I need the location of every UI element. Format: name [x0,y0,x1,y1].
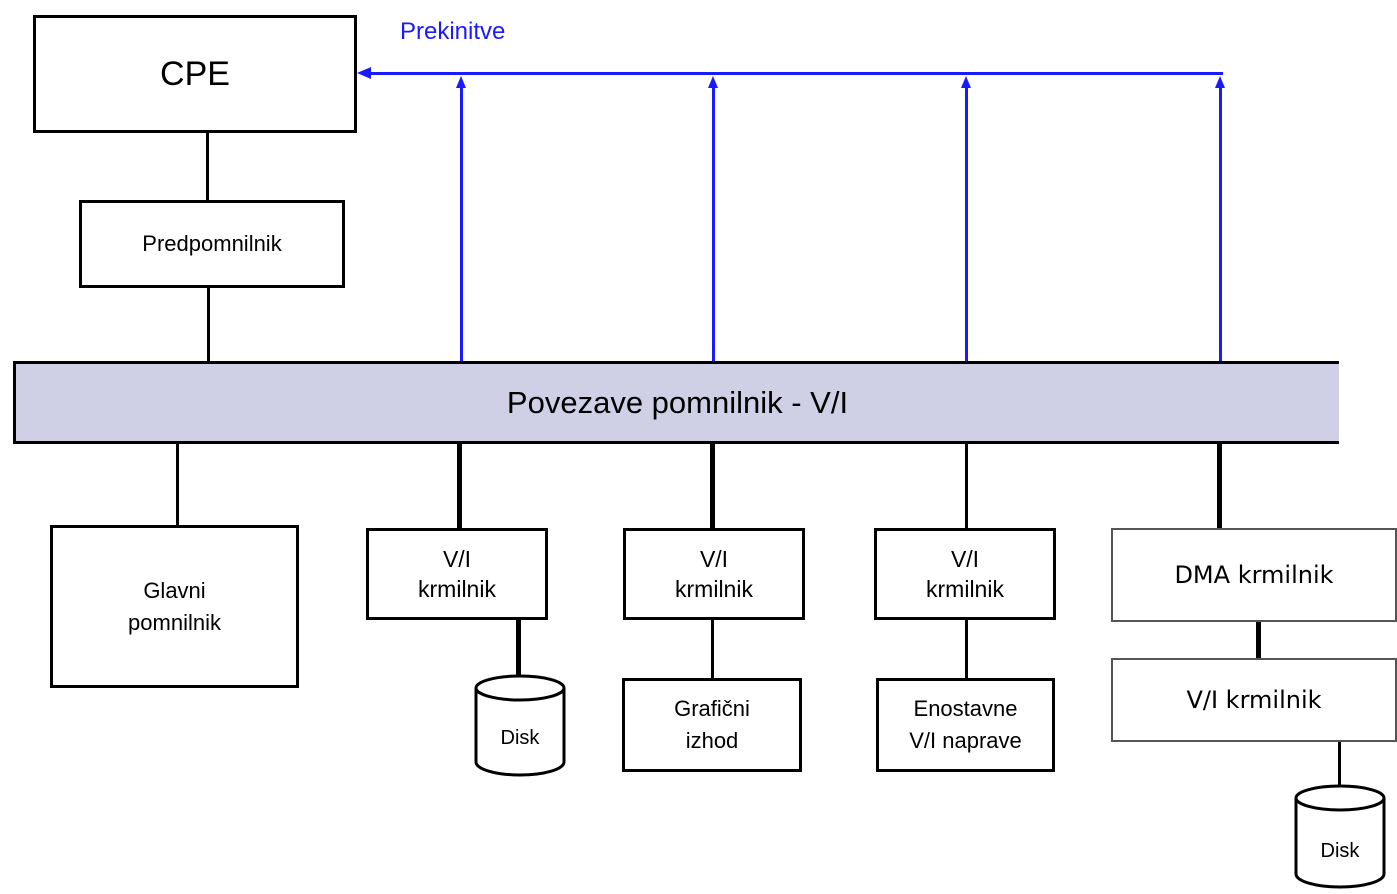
bus-memory-line [176,444,179,526]
dma-io-controller-box: V/I krmilnik [1111,658,1397,742]
cpu-label: CPE [160,54,230,93]
simple-io-line2: V/I naprave [909,728,1022,753]
main-memory-line1: Glavni [143,577,206,603]
cache-label: Predpomnilnik [142,231,282,256]
bus-io1-line [457,444,462,530]
cpu-cache-line [206,133,209,201]
dma-io-line [1256,622,1261,658]
io-controller-2-line1: V/I [699,546,729,572]
disk-1-label: Disk [500,727,540,749]
bus-label: Povezave pomnilnik - V/I [506,384,849,420]
interrupt-line-io3 [965,88,968,362]
main-memory-line2: pomnilnik [128,609,221,635]
interrupt-line-dma [1219,88,1222,362]
io-controller-2: V/I krmilnik [623,528,805,620]
bus-io3-line [965,444,968,530]
cache-bus-line [207,288,210,362]
memory-io-bus: Povezave pomnilnik - V/I [13,361,1339,444]
interrupt-line-io1 [460,88,463,362]
io1-disk-line [516,620,521,682]
io2-graphics-line [711,620,714,680]
graphics-output-line2: izhod [685,728,739,753]
bus-dma-line [1217,444,1222,530]
io-controller-1: V/I krmilnik [366,528,548,620]
io-controller-2-line2: krmilnik [675,576,753,602]
disk-2-label: Disk [1320,840,1360,862]
simple-io-line1: Enostavne [913,696,1018,721]
io-controller-3: V/I krmilnik [874,528,1056,620]
arrow-up-icon [1215,76,1225,88]
io-controller-1-line2: krmilnik [418,576,496,602]
disk-icon [1294,784,1386,889]
cache-box: Predpomnilnik [79,200,345,288]
interrupt-line-io2 [712,88,715,362]
graphics-output-line1: Grafični [674,696,750,721]
io-controller-3-line1: V/I [950,546,980,572]
dma-io-controller-label: V/I krmilnik [1186,686,1322,714]
dma-controller-box: DMA krmilnik [1111,528,1397,622]
arrow-up-icon [708,76,718,88]
disk-icon [474,674,566,777]
simple-io-box: Enostavne V/I naprave [876,678,1055,772]
interrupt-arrowhead [357,67,371,79]
io-controller-3-line2: krmilnik [926,576,1004,602]
interrupt-label: Prekinitve [400,18,506,45]
io3-simple-line [965,620,968,680]
io-controller-1-line1: V/I [442,546,472,572]
arrow-up-icon [456,76,466,88]
interrupt-line [370,72,1223,75]
arrow-up-icon [961,76,971,88]
dma-controller-label: DMA krmilnik [1174,561,1334,589]
bus-io2-line [710,444,715,530]
cpu-box: CPE [33,15,357,133]
graphics-output-box: Grafični izhod [622,678,802,772]
dma-disk-line [1338,742,1341,792]
main-memory-box: Glavni pomnilnik [50,525,299,688]
